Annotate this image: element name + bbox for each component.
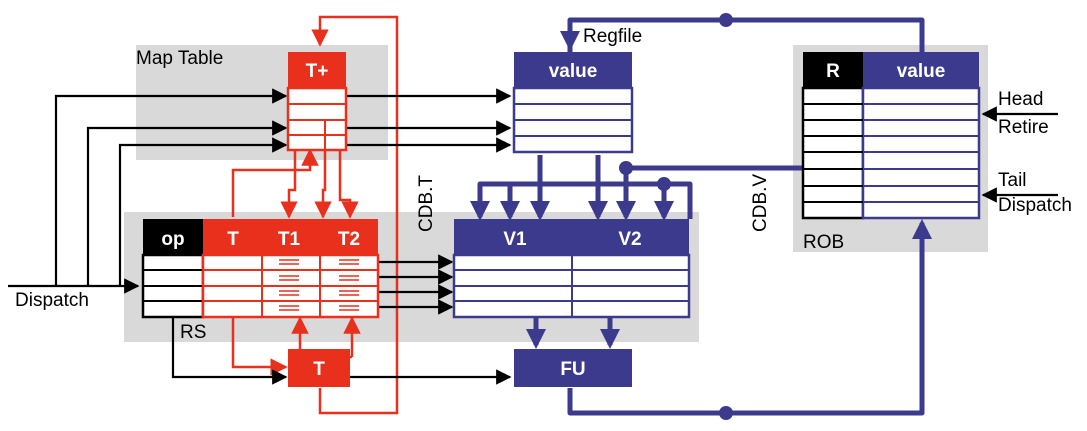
tail-label: Tail <box>998 170 1027 191</box>
dispatch-left-label: Dispatch <box>15 290 89 311</box>
rs-v1-header: V1 <box>503 229 527 250</box>
comparator-marks <box>279 259 359 311</box>
functional-unit: FU <box>514 349 632 387</box>
cdb-t-label: CDB.T <box>416 175 437 232</box>
rob-r-header: R <box>826 61 840 82</box>
rs-v2-header: V2 <box>618 229 641 250</box>
map-table-label: Map Table <box>136 48 223 69</box>
regfile-header: value <box>549 61 598 82</box>
rob-label: ROB <box>803 232 844 253</box>
rs-t1-header: T1 <box>278 229 301 250</box>
rs-label: RS <box>180 322 206 343</box>
map-table: T+ <box>286 52 348 152</box>
t-latch-label: T <box>313 359 325 380</box>
regfile: value <box>512 52 634 154</box>
rob-value-header: value <box>897 61 946 82</box>
cdb-v-arrows <box>470 22 932 411</box>
t-latch: T <box>288 349 350 387</box>
rs-t-header: T <box>227 229 239 250</box>
reservation-stations: op T T1 T2 <box>141 219 691 319</box>
head-label: Head <box>998 89 1043 110</box>
cdb-t-lines <box>231 15 399 415</box>
fu-label: FU <box>560 359 585 380</box>
rob: R value <box>801 52 981 220</box>
dispatch-wires <box>8 88 1058 385</box>
cdb-v-label: CDB.V <box>750 174 771 232</box>
map-table-header: T+ <box>306 61 329 82</box>
bus-junctions <box>619 13 733 420</box>
dispatch-right-label: Dispatch <box>998 195 1072 216</box>
rs-op-header: op <box>161 229 184 250</box>
rs-t2-header: T2 <box>338 229 360 250</box>
retire-label: Retire <box>998 117 1049 138</box>
regfile-label: Regfile <box>583 26 642 47</box>
